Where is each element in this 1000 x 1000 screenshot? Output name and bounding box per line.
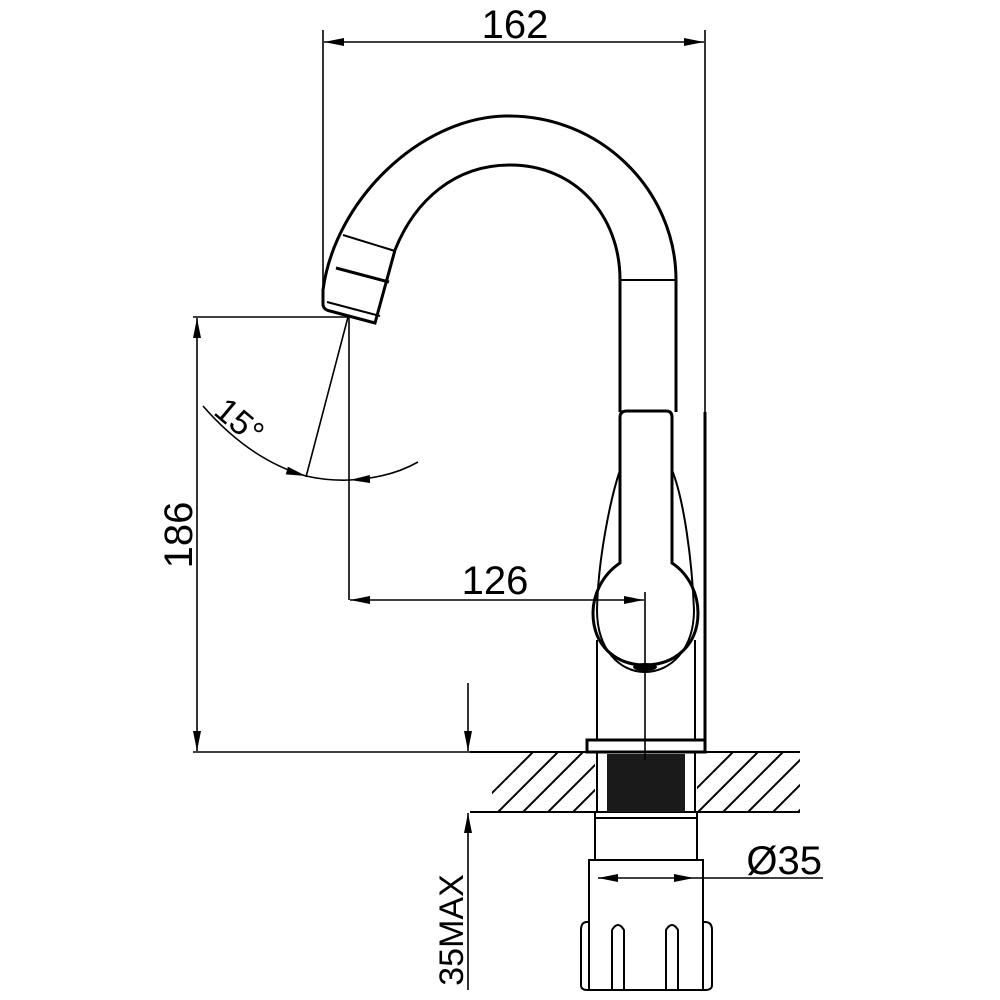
base-flange bbox=[585, 738, 707, 754]
dimension-spout-height: 186 bbox=[157, 316, 590, 753]
faucet-body bbox=[321, 114, 707, 754]
dimension-counter-thickness: 35MAX bbox=[433, 683, 472, 990]
spout-height-label: 186 bbox=[157, 502, 201, 569]
dimension-shank-diameter: Ø35 bbox=[598, 839, 823, 883]
countertop bbox=[470, 751, 800, 813]
shank-diameter-label: Ø35 bbox=[746, 839, 822, 883]
dimension-overall-width: 162 bbox=[322, 3, 706, 412]
counter-thickness-label: 35MAX bbox=[433, 874, 471, 986]
shank-thread bbox=[607, 754, 685, 812]
spout-angle-label: 15° bbox=[207, 390, 271, 452]
overall-width-label: 162 bbox=[482, 3, 549, 47]
dimension-spout-reach: 126 bbox=[350, 559, 646, 760]
spout-reach-label: 126 bbox=[462, 559, 529, 603]
mounting-nut bbox=[580, 812, 713, 991]
nozzle bbox=[321, 234, 397, 325]
dimension-spout-angle: 15° bbox=[202, 316, 419, 600]
